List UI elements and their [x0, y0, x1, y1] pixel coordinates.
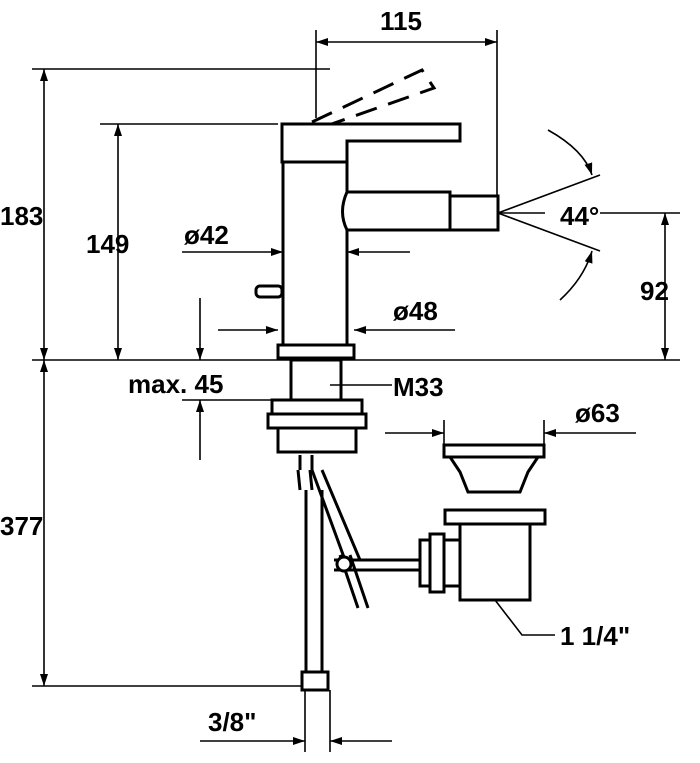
dim-total-height: 183 — [0, 201, 43, 231]
dim-max-counter: max. 45 — [128, 369, 223, 399]
pull-rod — [310, 469, 420, 609]
spout — [341, 190, 452, 232]
popup-knob — [254, 284, 284, 299]
spray-nozzle — [448, 194, 500, 232]
lever-open-position — [311, 68, 437, 128]
mixer-body — [254, 68, 500, 360]
dim-thread: M33 — [393, 372, 444, 402]
body-cylinder — [281, 160, 349, 352]
dim-body-diameter: ø42 — [184, 220, 229, 250]
dimension-labels: 115 183 149 ø42 ø48 44° 92 max. 45 M33 ø… — [0, 6, 669, 737]
rod-clamp — [335, 555, 353, 573]
base-ring — [276, 343, 356, 360]
dim-drain-diameter: ø63 — [575, 398, 620, 428]
waste-body — [458, 522, 532, 602]
hose-connector — [300, 670, 330, 692]
dim-lever-height: 149 — [86, 229, 129, 259]
pop-up-waste — [418, 443, 547, 602]
dim-spout-reach: 115 — [380, 6, 422, 36]
waste-flange — [442, 443, 546, 459]
dim-base-diameter: ø48 — [393, 296, 438, 326]
dim-below-counter: 377 — [0, 511, 43, 541]
dim-outlet-height: 92 — [640, 276, 669, 306]
waste-top-body — [447, 455, 541, 494]
dim-waste-thread: 1 1/4" — [560, 621, 630, 651]
lever-handle — [280, 122, 462, 164]
coupling-nut — [428, 532, 446, 594]
dim-supply-connection: 3/8" — [208, 707, 256, 737]
supply-hose — [296, 455, 324, 680]
mounting-hardware — [266, 358, 420, 692]
mounting-plate — [266, 412, 368, 430]
dim-spray-angle: 44° — [560, 201, 599, 231]
mounting-nut — [270, 398, 364, 416]
threaded-shank — [289, 358, 343, 402]
waste-collar — [443, 508, 547, 526]
mounting-bracket — [276, 426, 358, 454]
dimension-lines — [32, 30, 680, 752]
